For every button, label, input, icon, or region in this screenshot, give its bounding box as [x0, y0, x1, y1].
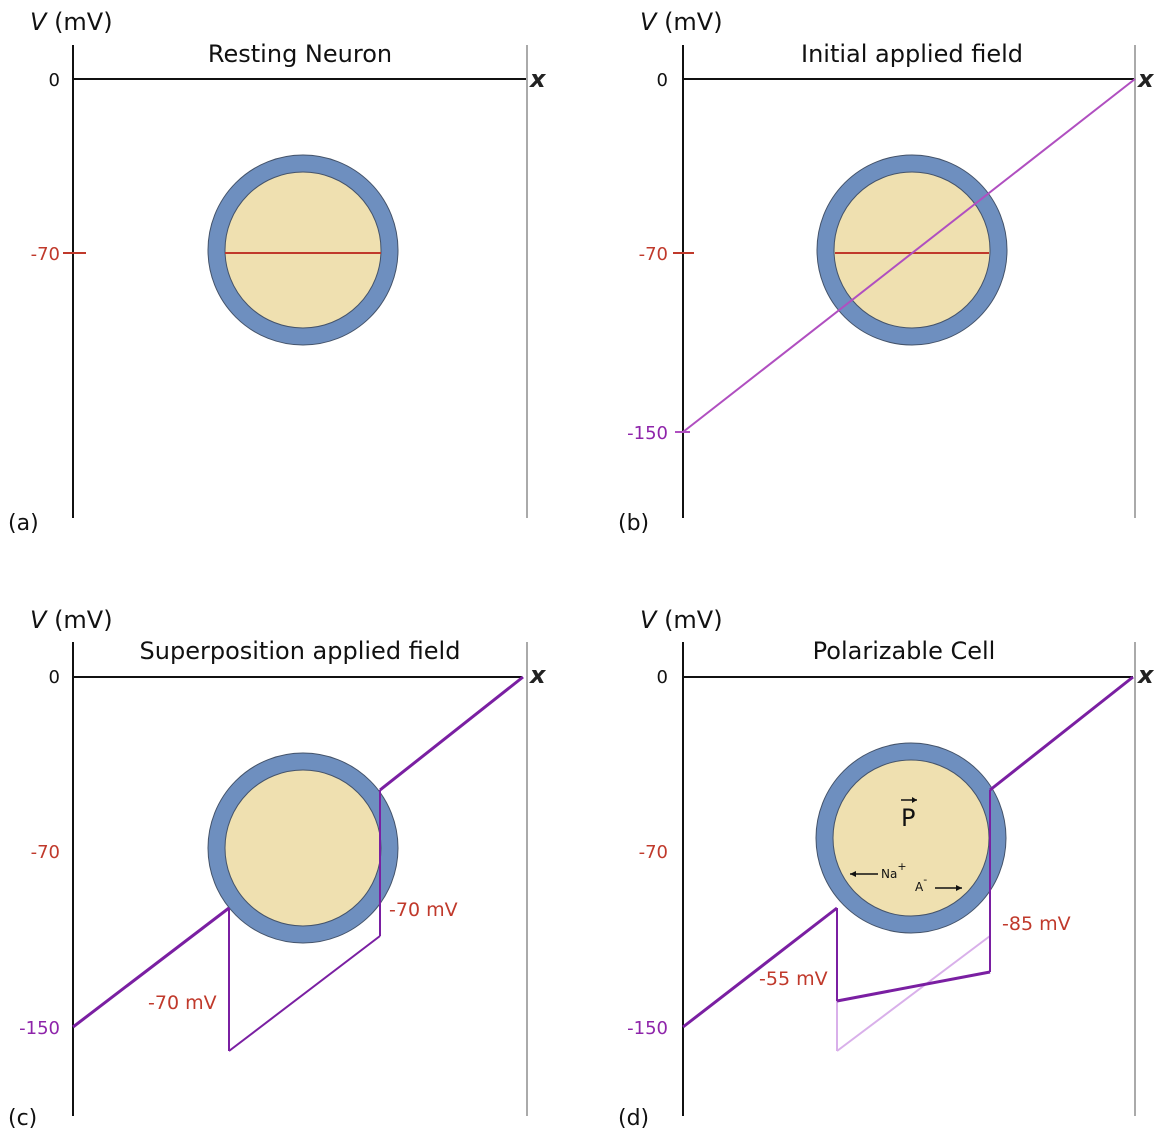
- jump-label-right: -70 mV: [389, 899, 458, 921]
- panel-letter: (d): [618, 1106, 649, 1131]
- tick-label-min: -150: [627, 423, 668, 444]
- outside-potential-left: [72, 906, 230, 1029]
- left-arrowhead-icon: [850, 871, 856, 877]
- vector-arrowhead-icon: [912, 797, 917, 803]
- panel-letter: (b): [618, 511, 649, 536]
- cell-cytoplasm: [224, 171, 382, 329]
- ion-separation: Na+ A-: [850, 860, 962, 894]
- tick-label-0: 0: [49, 667, 60, 688]
- tick-label-rest: -70: [31, 842, 60, 863]
- outside-potential-right: [379, 675, 524, 792]
- polarization-label: P: [901, 804, 915, 832]
- right-arrowhead-icon: [956, 885, 962, 891]
- panel-letter: (a): [8, 511, 39, 536]
- y-axis-label: V (mV): [640, 606, 723, 634]
- x-axis-label: x: [529, 65, 547, 93]
- jump-label-left: -55 mV: [759, 968, 828, 990]
- panel-c: V (mV) Superposition applied field 0 x -…: [8, 606, 547, 1131]
- x-axis-label: x: [1137, 661, 1155, 689]
- anion-label: A-: [915, 873, 927, 894]
- tick-label-rest: -70: [31, 244, 60, 265]
- y-axis-label: V (mV): [30, 8, 113, 36]
- outside-potential-right: [989, 675, 1134, 792]
- polarization-vector: P: [901, 797, 917, 832]
- cation-label: Na+: [881, 860, 907, 881]
- tick-label-rest: -70: [639, 244, 668, 265]
- x-axis-label: x: [1137, 65, 1155, 93]
- panel-title: Resting Neuron: [208, 40, 392, 68]
- applied-field-line: [682, 78, 1136, 433]
- tick-label-rest: -70: [639, 842, 668, 863]
- inside-potential: [836, 970, 991, 1003]
- inside-potential: [228, 935, 381, 1052]
- panel-d: V (mV) Polarizable Cell 0 x -70 -150 P N…: [618, 606, 1155, 1131]
- cell-cytoplasm: [832, 759, 990, 917]
- panel-b: V (mV) Initial applied field 0 x -70 -15…: [618, 8, 1155, 536]
- panel-title: Superposition applied field: [140, 637, 461, 665]
- panel-title: Initial applied field: [801, 40, 1023, 68]
- outside-potential-left: [682, 906, 838, 1029]
- tick-label-0: 0: [657, 667, 668, 688]
- cell-cytoplasm: [224, 769, 382, 927]
- y-axis-label: V (mV): [30, 606, 113, 634]
- tick-label-min: -150: [627, 1018, 668, 1039]
- panel-title: Polarizable Cell: [813, 637, 996, 665]
- tick-label-0: 0: [49, 70, 60, 91]
- cell-cytoplasm: [833, 171, 991, 329]
- tick-label-min: -150: [19, 1018, 60, 1039]
- y-axis-label: V (mV): [640, 8, 723, 36]
- panel-letter: (c): [8, 1106, 37, 1131]
- panel-a: V (mV) Resting Neuron 0 x -70 (a): [8, 8, 547, 536]
- x-axis-label: x: [529, 661, 547, 689]
- jump-label-left: -70 mV: [148, 992, 217, 1014]
- tick-label-0: 0: [657, 70, 668, 91]
- jump-label-right: -85 mV: [1002, 913, 1071, 935]
- ghost-inside-potential: [836, 935, 991, 1052]
